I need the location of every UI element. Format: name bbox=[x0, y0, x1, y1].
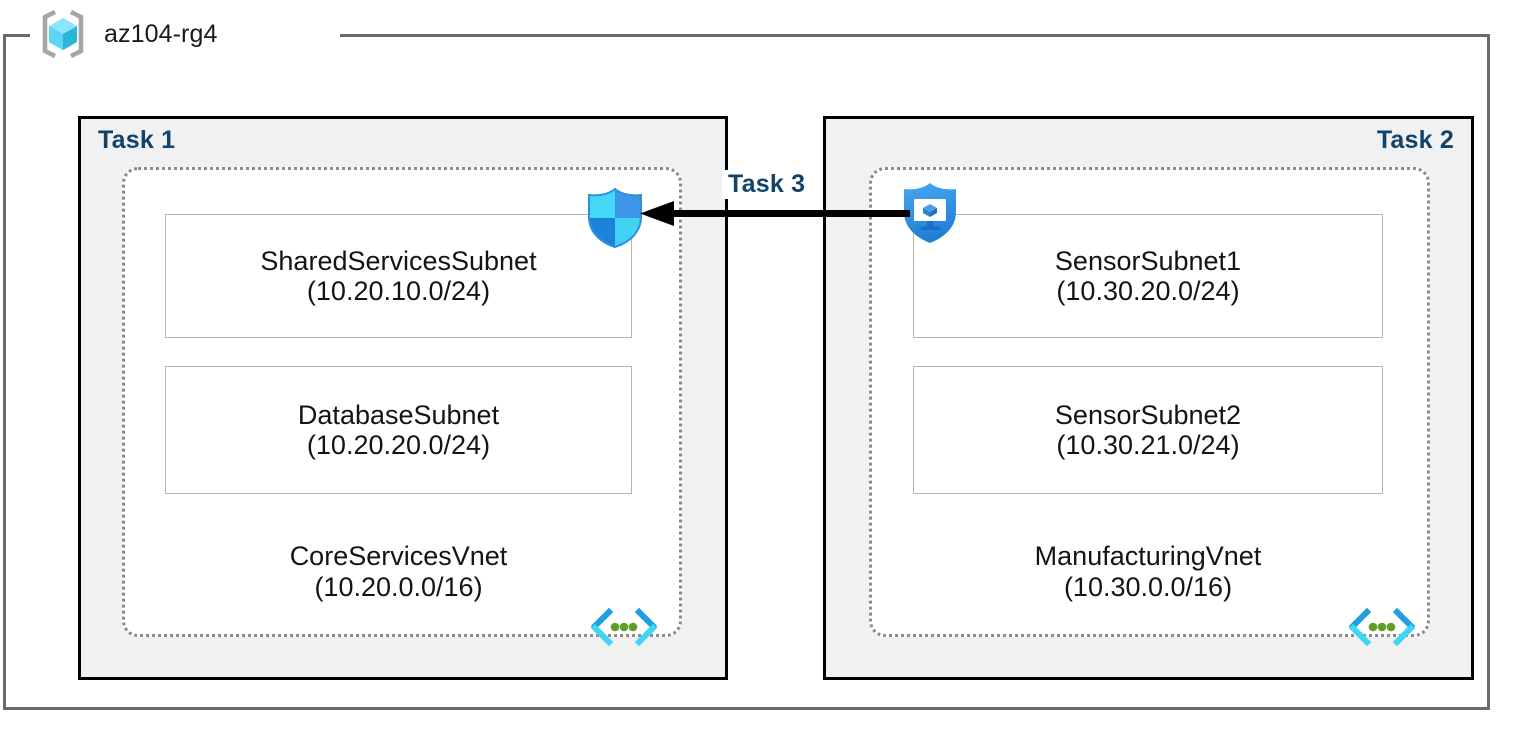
vnet-name: CoreServicesVnet bbox=[289, 541, 508, 571]
subnet-database: DatabaseSubnet (10.20.20.0/24) bbox=[165, 366, 632, 494]
core-services-vnet-caption: CoreServicesVnet (10.20.0.0/16) bbox=[165, 541, 632, 604]
manufacturing-vnet-caption: ManufacturingVnet (10.30.0.0/16) bbox=[913, 541, 1383, 604]
subnet-cidr: (10.30.21.0/24) bbox=[1056, 430, 1240, 460]
subnet-shared-services: SharedServicesSubnet (10.20.10.0/24) bbox=[165, 214, 632, 338]
subnet-sensor-1: SensorSubnet1 (10.30.20.0/24) bbox=[913, 214, 1383, 338]
subnet-cidr: (10.30.20.0/24) bbox=[1056, 276, 1240, 306]
subnet-name: DatabaseSubnet bbox=[297, 399, 500, 430]
subnet-name: SharedServicesSubnet bbox=[260, 245, 537, 276]
task-1-label: Task 1 bbox=[98, 126, 176, 154]
resource-group-header: az104-rg4 bbox=[36, 4, 217, 64]
resource-group-title-notch bbox=[30, 24, 340, 46]
vnet-name: ManufacturingVnet bbox=[1034, 541, 1262, 571]
shield-quadrant-icon bbox=[583, 186, 647, 250]
subnet-sensor-2: SensorSubnet2 (10.30.21.0/24) bbox=[913, 366, 1383, 494]
shield-monitor-icon bbox=[897, 180, 963, 246]
subnet-name: SensorSubnet2 bbox=[1054, 399, 1242, 430]
arrow-left-icon bbox=[640, 198, 910, 230]
vnet-cidr: (10.20.0.0/16) bbox=[314, 572, 483, 603]
subnet-cidr: (10.20.10.0/24) bbox=[306, 276, 491, 306]
resource-group-frame bbox=[3, 34, 1490, 710]
azure-resource-group-cube-icon bbox=[36, 7, 90, 61]
vnet-icon bbox=[1348, 607, 1416, 647]
subnet-name: SensorSubnet1 bbox=[1054, 245, 1242, 276]
vnet-cidr: (10.30.0.0/16) bbox=[1063, 572, 1233, 603]
task-2-label: Task 2 bbox=[1376, 126, 1454, 154]
vnet-icon bbox=[590, 607, 658, 647]
subnet-cidr: (10.20.20.0/24) bbox=[306, 430, 491, 460]
task-3-label: Task 3 bbox=[722, 170, 812, 199]
resource-group-name: az104-rg4 bbox=[104, 19, 218, 48]
